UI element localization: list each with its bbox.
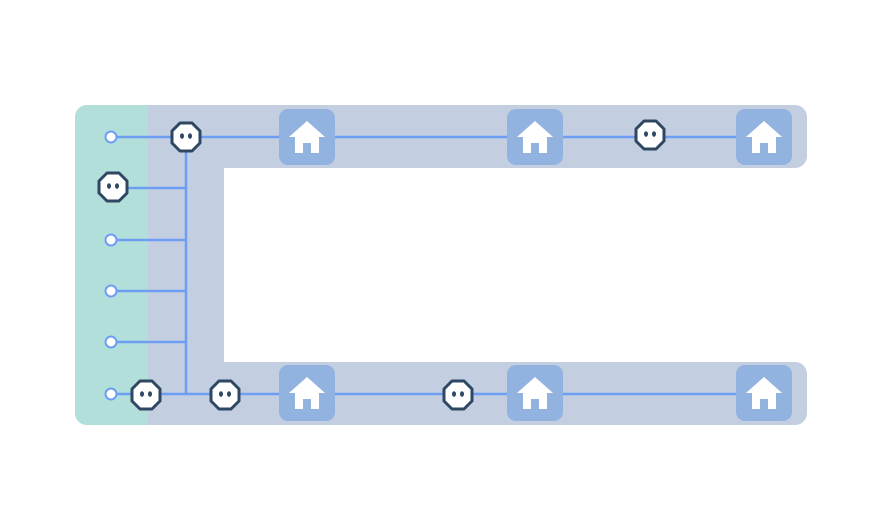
house-icon [746, 377, 782, 409]
house-icon [517, 377, 553, 409]
octagon-creature-icon[interactable] [170, 121, 202, 153]
octagon-creature-icon[interactable] [130, 379, 162, 411]
spawn-circle-icon[interactable] [104, 233, 118, 247]
octagon-creature-icon[interactable] [209, 379, 241, 411]
house-tile[interactable] [507, 109, 563, 165]
spawn-circle-icon[interactable] [104, 387, 118, 401]
octagon-creature-icon[interactable] [97, 171, 129, 203]
start-zone [75, 105, 148, 425]
house-icon [746, 121, 782, 153]
house-tile[interactable] [736, 365, 792, 421]
spawn-circle-icon[interactable] [104, 130, 118, 144]
octagon-creature-icon[interactable] [442, 379, 474, 411]
house-tile[interactable] [507, 365, 563, 421]
enemies [97, 119, 666, 411]
house-tile[interactable] [736, 109, 792, 165]
spawn-circle-icon[interactable] [104, 335, 118, 349]
octagon-creature-icon[interactable] [634, 119, 666, 151]
house-tile[interactable] [279, 109, 335, 165]
spawn-circle-icon[interactable] [104, 284, 118, 298]
house-icon [289, 121, 325, 153]
houses [279, 109, 792, 421]
house-icon [517, 121, 553, 153]
house-tile[interactable] [279, 365, 335, 421]
house-icon [289, 377, 325, 409]
path-network [116, 135, 765, 396]
